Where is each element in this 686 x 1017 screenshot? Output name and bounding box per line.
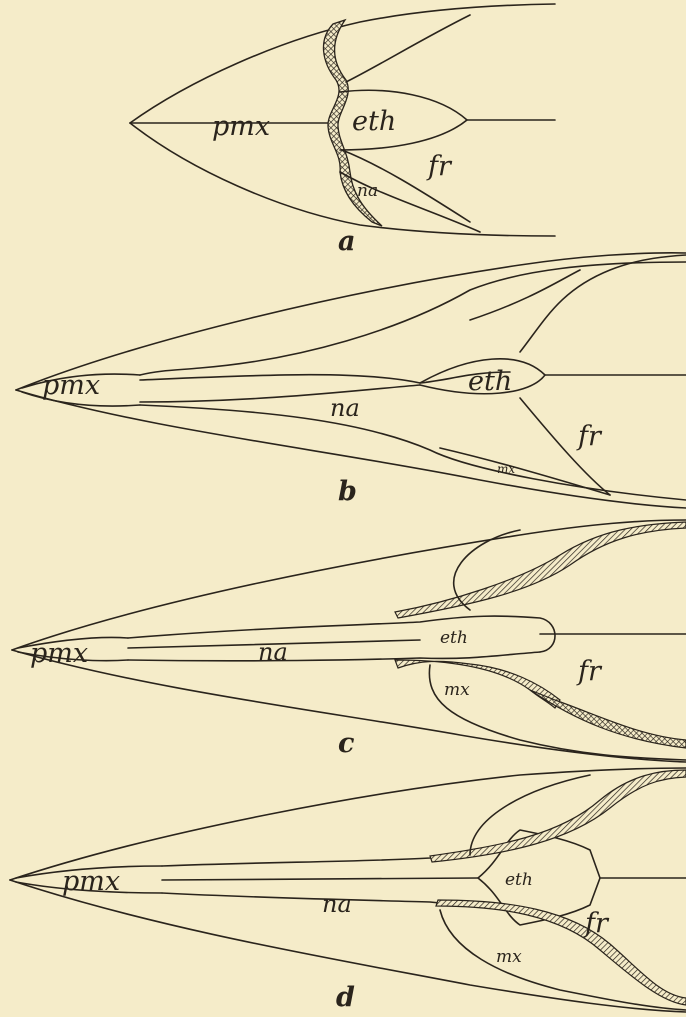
panel-d-caption: d	[336, 982, 355, 1013]
panel-b-label-pmx: pmx	[42, 370, 100, 401]
panel-c-lower-hatched-band	[395, 660, 560, 708]
panel-b-caption: b	[338, 476, 357, 507]
panel-b-label-eth: eth	[468, 366, 512, 397]
panel-a-label-eth: eth	[352, 106, 396, 137]
panel-a-label-fr: fr	[426, 151, 453, 182]
panel-d: pmx eth fr na mx d	[10, 768, 686, 1013]
panel-b-label-fr: fr	[576, 421, 603, 452]
panel-b: pmx eth fr na mx b	[16, 253, 686, 508]
panel-c-label-na: na	[258, 638, 288, 666]
panel-c-label-mx: mx	[444, 680, 470, 700]
panel-d-label-eth: eth	[505, 870, 533, 890]
panel-d-label-mx: mx	[496, 947, 522, 967]
panel-c-label-eth: eth	[440, 628, 468, 648]
panel-d-label-fr: fr	[583, 908, 610, 939]
panel-c-label-fr: fr	[576, 656, 603, 687]
panel-b-nasal-upper	[140, 262, 686, 375]
panel-b-nasal-lower-2	[140, 405, 686, 500]
panel-a-label-pmx: pmx	[212, 111, 270, 142]
panel-d-nasal-mid	[162, 878, 478, 880]
panel-b-upper-outline	[16, 253, 686, 390]
panel-b-maxilla-curve	[470, 270, 580, 320]
panel-a-upper-inner-line	[346, 15, 470, 82]
panel-b-ethmoid-upper	[520, 255, 686, 352]
panel-d-label-pmx: pmx	[62, 866, 120, 897]
panel-c: pmx eth fr na mx c	[12, 520, 686, 762]
panel-c-caption: c	[338, 728, 354, 759]
panel-d-nasal-lower	[162, 893, 480, 905]
panel-b-label-mx: mx	[497, 462, 515, 476]
panel-b-label-na: na	[330, 394, 360, 422]
panel-a-caption: a	[338, 226, 356, 257]
panel-a-label-na: na	[357, 181, 378, 201]
panel-c-label-pmx: pmx	[30, 638, 88, 669]
panel-c-upper-hatched-band	[395, 522, 686, 618]
panel-c-upper-outline	[12, 520, 686, 650]
panel-d-label-na: na	[322, 890, 352, 918]
panel-a: pmx eth fr na a	[130, 4, 555, 257]
panel-b-nasal-lower	[140, 385, 420, 402]
panel-c-nasal-lower	[128, 652, 540, 661]
panel-b-nasal-upper-2	[140, 372, 510, 383]
